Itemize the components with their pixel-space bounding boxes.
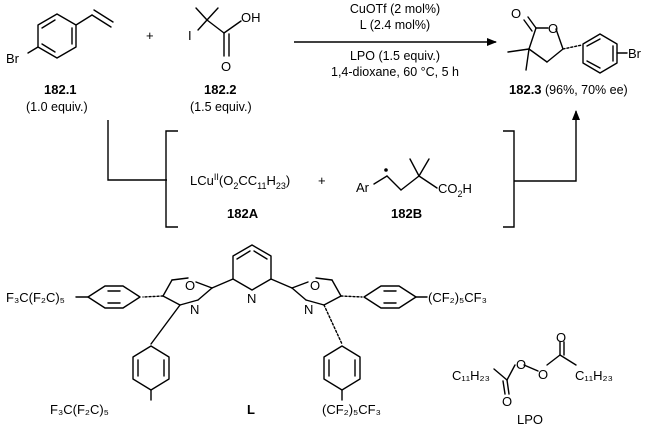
- radical-dot: [384, 168, 388, 172]
- radical-182B-structure: Ar CO2H: [356, 158, 472, 199]
- product-label-line: 182.3 (96%, 70% ee): [509, 82, 628, 97]
- plus-sign-intermediates: +: [318, 173, 326, 188]
- condition-catalyst: CuOTf (2 mol%): [350, 2, 440, 16]
- arrow-to-product: [514, 110, 580, 182]
- oxazoline-oxygen-right: O: [310, 278, 320, 293]
- ligand-L-structure: N O N O N F₃C(F₂C)₅ (CF₂)₅CF₃: [6, 244, 487, 417]
- lpo-label: LPO: [517, 412, 543, 427]
- lpo-alkyl-left: C₁₁H₂₃: [452, 368, 490, 383]
- lpo-carbonyl-oxygen-right: O: [556, 330, 566, 345]
- lpo-carbonyl-oxygen-left: O: [502, 394, 512, 409]
- product-182-3-structure: O O Br: [507, 6, 642, 74]
- bromo-substituent-182-1: Br: [6, 51, 20, 66]
- carboxyl-group-182B: CO2H: [438, 181, 472, 199]
- perfluoroalkyl-right-top: (CF₂)₅CF₃: [428, 290, 487, 305]
- reactant-182-2-structure: I OH O: [188, 7, 261, 74]
- intermediate-label-182B: 182B: [391, 206, 422, 221]
- lpo-peroxide-oxygen-2: O: [538, 367, 548, 382]
- perfluoroalkyl-left-top: F₃C(F₂C)₅: [6, 290, 65, 305]
- oxazoline-nitrogen-left: N: [190, 302, 199, 317]
- bromo-substituent-182-3: Br: [628, 46, 642, 61]
- iodine-atom: I: [188, 28, 192, 43]
- intermediate-label-182A: 182A: [227, 206, 259, 221]
- copper-species-formula: LCuII(O2CC11H23): [190, 172, 290, 191]
- compound-label-182-3: 182.3: [509, 82, 542, 97]
- aryl-group-182B: Ar: [356, 180, 370, 195]
- hydroxyl-group: OH: [241, 10, 261, 25]
- perfluoroalkyl-left-bottom: F₃C(F₂C)₅: [50, 402, 109, 417]
- condition-ligand: L (2.4 mol%): [360, 18, 430, 32]
- bracket-left: [165, 130, 178, 228]
- perfluoroalkyl-right-bottom: (CF₂)₅CF₃: [322, 402, 381, 417]
- lpo-structure: C₁₁H₂₃ C₁₁H₂₃ O O O O: [452, 330, 613, 409]
- equiv-182-1: (1.0 equiv.): [26, 100, 88, 114]
- condition-oxidant: LPO (1.5 equiv.): [350, 49, 440, 63]
- plus-sign-reactants: +: [146, 28, 154, 43]
- connector-to-bracket: [107, 120, 167, 181]
- ligand-label: L: [247, 402, 255, 417]
- compound-label-182-2: 182.2: [204, 82, 237, 97]
- equiv-182-2: (1.5 equiv.): [190, 100, 252, 114]
- condition-solvent-temp-time: 1,4-dioxane, 60 °C, 5 h: [331, 65, 459, 79]
- oxazoline-oxygen-left: O: [185, 278, 195, 293]
- carbonyl-oxygen-182-3: O: [511, 6, 521, 21]
- carbonyl-oxygen-182-2: O: [221, 59, 231, 74]
- reactant-182-1-structure: Br: [6, 9, 114, 66]
- bracket-right: [503, 130, 515, 228]
- compound-label-182-1: 182.1: [44, 82, 77, 97]
- lpo-alkyl-right: C₁₁H₂₃: [575, 368, 613, 383]
- product-yield-ee: (96%, 70% ee): [542, 83, 628, 97]
- ring-oxygen-182-3: O: [548, 21, 558, 36]
- lpo-peroxide-oxygen-1: O: [516, 357, 526, 372]
- oxazoline-nitrogen-right: N: [304, 302, 313, 317]
- pyridine-nitrogen: N: [247, 291, 256, 306]
